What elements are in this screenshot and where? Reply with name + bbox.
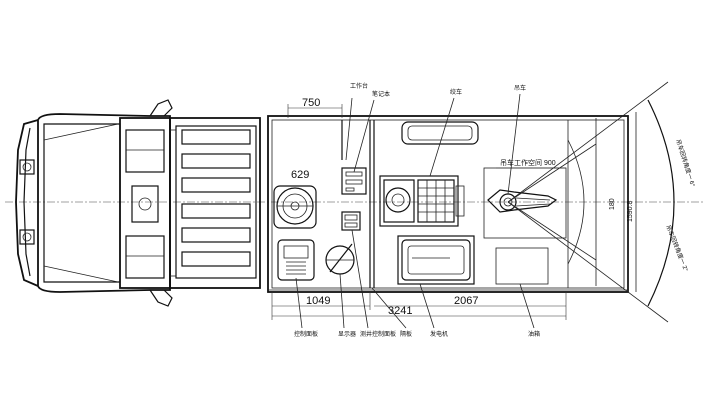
label-partition: 隔板 <box>400 330 412 338</box>
dim-750: 750 <box>287 97 343 118</box>
winch-unit <box>379 175 465 227</box>
round-tank <box>273 185 317 229</box>
leader-bottom <box>295 229 535 329</box>
dim-bottom: 1049 2067 3241 <box>271 292 567 320</box>
tank-unit <box>483 167 567 285</box>
leader-notebook: 笔记本 <box>353 90 390 173</box>
leader-crane: 吊车 <box>507 84 526 195</box>
dim-629-label: 629 <box>291 169 309 181</box>
dim-750-label: 750 <box>302 97 320 109</box>
dim-right: 1590.8 180 <box>609 198 634 222</box>
label-display: 显示器 <box>338 331 356 338</box>
label-rack: 测井控制面板 <box>360 330 396 338</box>
truck-cab <box>15 99 261 307</box>
generator-unit <box>397 235 475 285</box>
dim-900-label: 吊车工作空间 900 <box>500 158 556 167</box>
display-unit <box>325 243 355 275</box>
dim-1049-label: 1049 <box>306 295 330 307</box>
crane-unit <box>487 189 558 213</box>
toolbox-unit <box>401 121 479 145</box>
angle-label-1: 吊车回转角度一 6° <box>674 138 697 188</box>
label-toolbox: 工作台 <box>350 82 368 90</box>
cargo-box <box>267 115 629 293</box>
dim-2067-label: 2067 <box>454 295 478 307</box>
control-panel-unit <box>277 239 315 281</box>
angle-label-2: 吊车回转角度一 2° <box>664 224 690 273</box>
label-generator: 发电机 <box>430 330 448 338</box>
label-notebook: 笔记本 <box>372 90 390 98</box>
dim-900: 吊车工作空间 900 <box>496 158 566 169</box>
crane-swing <box>507 81 675 323</box>
notebook-unit <box>341 167 367 231</box>
label-winch: 绞车 <box>450 88 462 96</box>
dim-629: 629 <box>291 169 309 181</box>
leader-toolbox: 工作台 <box>345 82 368 161</box>
leader-winch: 绞车 <box>429 88 462 177</box>
label-crane: 吊车 <box>514 84 526 92</box>
dim-180-label: 180 <box>609 198 616 210</box>
deck-slats <box>181 129 251 267</box>
label-tank: 油箱 <box>528 330 540 338</box>
dim-1590-label: 1590.8 <box>627 200 634 222</box>
label-control-panel: 控制面板 <box>294 330 318 338</box>
